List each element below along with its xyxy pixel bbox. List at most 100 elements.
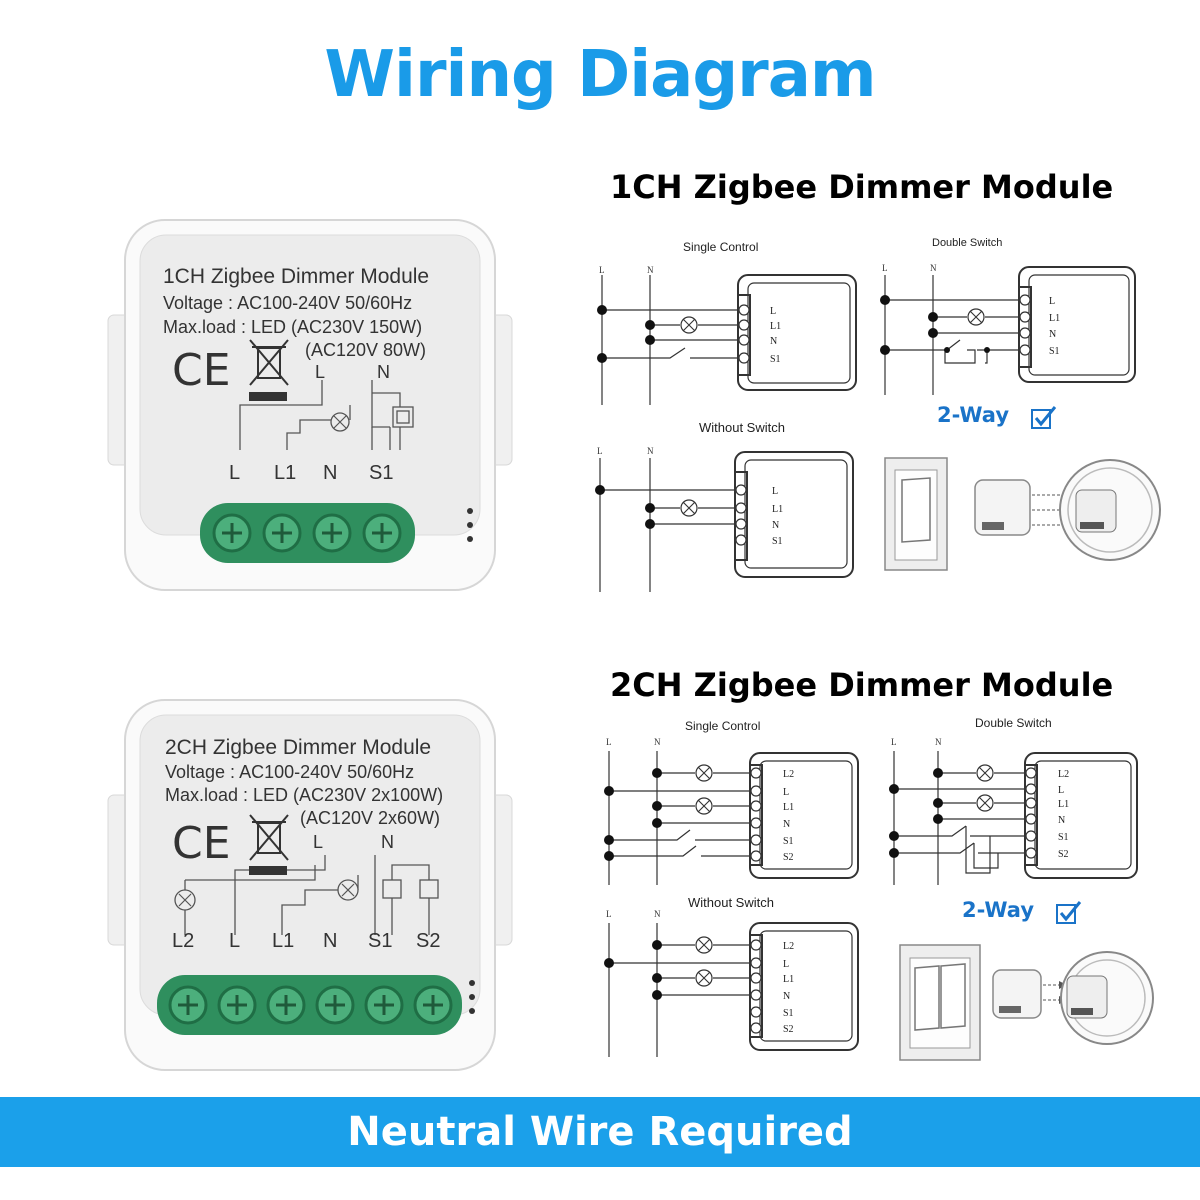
module1-wire-l: L [315,362,326,382]
module1-max-load: Max.load : LED (AC230V 150W) [163,317,423,337]
s2-sc-term-s2: S2 [783,852,794,863]
s1-ds-line-l: L [882,263,888,273]
s2-ws-term-l: L [783,959,789,970]
rocker-switch-right-icon [940,963,966,1029]
s1-sc-term-l1: L1 [770,321,781,332]
s1-single-control-label: Single Control [683,240,759,254]
module1-name: 1CH Zigbee Dimmer Module [163,265,430,288]
module2-voltage: Voltage : AC100-240V 50/60Hz [165,762,415,782]
weee-bin-icon [249,814,289,875]
module2-wire-n: N [381,832,394,852]
s2-ds-term-l: L [1058,785,1064,796]
s2-ds-term-l1: L1 [1058,799,1069,810]
module2-term-n: N [323,930,338,952]
checkbox-checked-icon [1031,406,1057,429]
s1-sc-line-l: L [599,265,605,275]
s2-sc-term-l1: L1 [783,802,794,813]
s1-double-switch-label: Double Switch [932,237,1003,249]
s2-ws-line-l: L [606,909,612,919]
s1-sc-term-n: N [770,336,777,347]
s2-ds-term-s1: S1 [1058,832,1069,843]
s2-sc-term-s1: S1 [783,836,794,847]
s2-ds-line-l: L [891,737,897,747]
s1-installation-illustration [884,457,1161,571]
s1-ds-term-n: N [1049,329,1056,340]
s2-ws-term-s2: S2 [783,1024,794,1035]
module1-max-load-2: (AC120V 80W) [305,340,427,360]
terminal-block [200,503,415,563]
s2-ds-term-s2: S2 [1058,849,1069,860]
s2-ds-term-l2: L2 [1058,769,1069,780]
s2-without-switch-label: Without Switch [688,895,774,910]
s1-double-switch-diagram: L L1 N S1 L N [880,263,1136,395]
rocker-switch-icon [901,477,931,543]
section1-title: 1CH Zigbee Dimmer Module [610,168,1114,206]
checkbox-checked-icon [1056,901,1082,924]
bottom-banner [0,1097,1200,1167]
s1-ds-term-l: L [1049,296,1055,307]
module1-term-n: N [323,462,338,484]
module2-term-l: L [229,930,241,952]
module2-name: 2CH Zigbee Dimmer Module [165,736,432,759]
s2-installation-illustration [899,944,1154,1061]
weee-bin-icon [249,339,289,401]
module1-term-l1: L1 [274,462,297,484]
s1-ws-term-l: L [772,486,778,497]
s1-ds-term-l1: L1 [1049,313,1060,324]
s2-ws-line-n: N [654,909,661,919]
module1-term-s1: S1 [369,462,394,484]
module2-wire-l: L [313,832,324,852]
terminal-screws [168,985,453,1025]
s2-sc-line-n: N [654,737,661,747]
s2-ws-term-l1: L1 [783,974,794,985]
s2-two-way-label: 2-Way [962,898,1035,922]
s2-single-control-diagram: L2 L L1 N S1 S2 L N [604,737,859,885]
s1-sc-term-l: L [770,306,776,317]
s1-without-switch-label: Without Switch [699,420,785,435]
s2-ds-line-n: N [935,737,942,747]
module2-term-l2: L2 [172,930,195,952]
module2-term-s2: S2 [416,930,441,952]
s2-ws-term-s1: S1 [783,1008,794,1019]
s1-sc-line-n: N [647,265,654,275]
module1-wire-n: N [377,362,390,382]
s1-ws-term-l1: L1 [772,504,783,515]
s2-double-switch-label: Double Switch [975,716,1052,730]
s2-sc-term-n: N [783,819,790,830]
s1-ds-line-n: N [930,263,937,273]
ce-mark: CE [172,345,231,396]
module2-term-s1: S1 [368,930,393,952]
s2-double-switch-diagram: L2 L L1 N S1 S2 L N [889,737,1138,885]
s1-ws-term-s1: S1 [772,536,783,547]
terminal-screws [212,513,402,553]
s1-sc-term-s1: S1 [770,354,781,365]
module-1ch-illustration [107,219,513,591]
s1-two-way-label: 2-Way [937,403,1010,427]
s2-without-switch-diagram: L2 L L1 N S1 S2 L N [604,909,859,1057]
module-small [974,479,1031,536]
s2-ws-term-n: N [783,991,790,1002]
banner-text: Neutral Wire Required [347,1109,853,1155]
module2-max-load: Max.load : LED (AC230V 2x100W) [165,785,444,805]
s2-ws-term-l2: L2 [783,941,794,952]
module-2ch-illustration [107,699,513,1071]
s1-single-control-diagram: L L1 N S1 L N [597,265,857,405]
s1-ws-term-n: N [772,520,779,531]
s2-sc-term-l: L [783,787,789,798]
s2-single-control-label: Single Control [685,719,761,733]
s1-ws-line-l: L [597,446,603,456]
section2-title: 2CH Zigbee Dimmer Module [610,666,1114,704]
s2-ds-term-n: N [1058,815,1065,826]
s1-without-switch-diagram: L L1 N S1 L N [595,446,854,592]
module1-term-l: L [229,462,241,484]
module1-voltage: Voltage : AC100-240V 50/60Hz [163,293,413,313]
module2-max-load-2: (AC120V 2x60W) [300,808,441,828]
page-title: Wiring Diagram [324,38,876,112]
module2-term-l1: L1 [272,930,295,952]
ce-mark: CE [172,818,231,869]
s1-ds-term-s1: S1 [1049,346,1060,357]
rocker-switch-left-icon [914,965,940,1031]
s1-ws-line-n: N [647,446,654,456]
s2-sc-term-l2: L2 [783,769,794,780]
s2-sc-line-l: L [606,737,612,747]
